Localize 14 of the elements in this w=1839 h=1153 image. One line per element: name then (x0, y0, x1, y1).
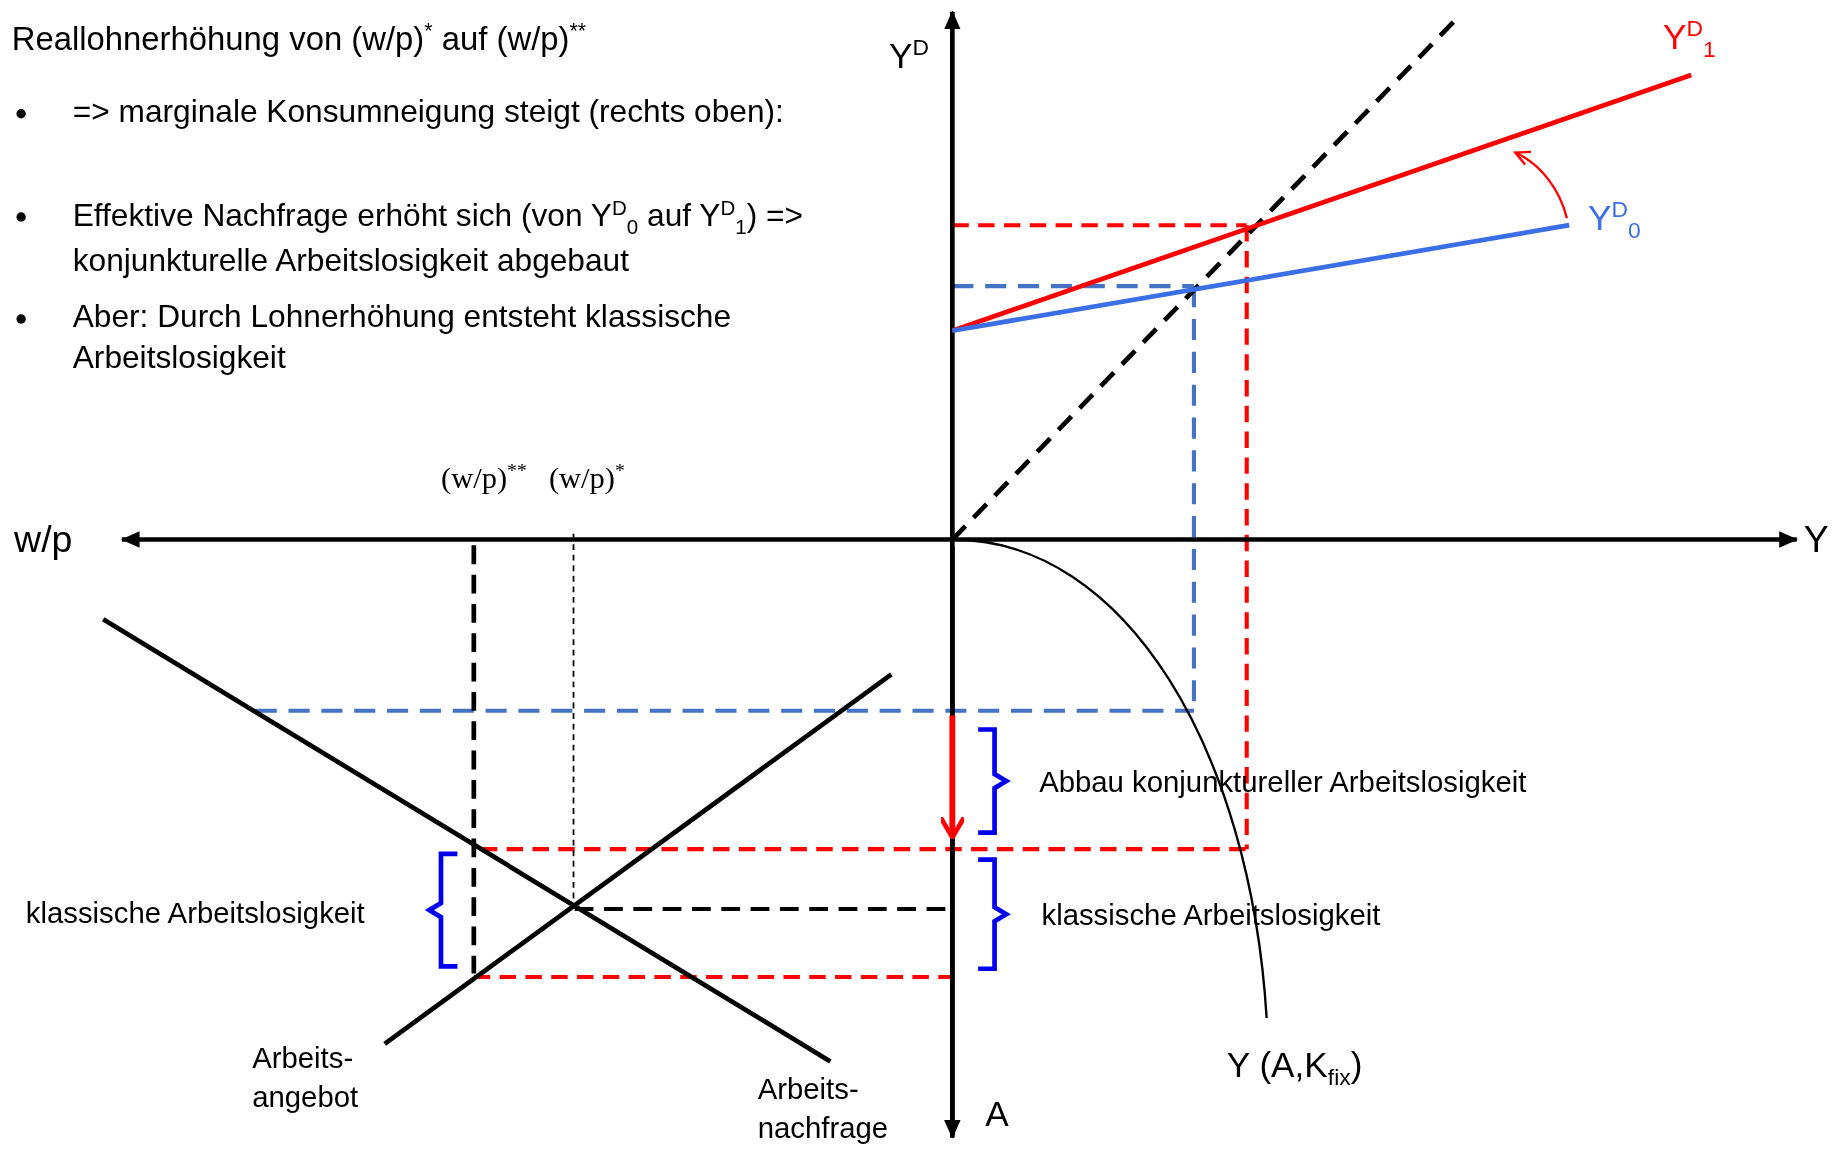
curve-label: Y (A,K$_{fix}$) (1226, 1044, 1363, 1092)
intro-heading: Reallohnerhöhung von (w/p)$^{*}$ auf (w/p)$^{**}$ (11, 18, 587, 60)
curve-label: Arbeits- angebot (252, 1040, 360, 1115)
tick-label: (w/p)$^{**}$ (441, 457, 527, 497)
tick-label: (w/p)$^{*}$ (548, 457, 625, 497)
annotation-text: klassische Arbeitslosigkeit (25, 895, 365, 931)
bullet-text: => marginale Konsumneigung steigt (rechts oben): (72, 92, 785, 131)
bullet-text: Aber: Durch Lohnerhöhung entsteht klassische Arbeitslosigkeit (72, 298, 733, 378)
curve-label: Arbeits- nachfrage (757, 1070, 890, 1146)
axis-label: A (985, 1093, 1009, 1135)
axis-label: Y$^{D}$ (889, 33, 929, 78)
bullet-text: Effektive Nachfrage erhöht sich (von Y$^{D}$$_{0}$ auf Y$^{D}$$_{1}$) => konjunkturelle Arbeitslosigkeit abgebaut (72, 194, 805, 281)
axis-label: Y (1803, 517, 1829, 563)
axis-label: w/p (14, 517, 73, 563)
